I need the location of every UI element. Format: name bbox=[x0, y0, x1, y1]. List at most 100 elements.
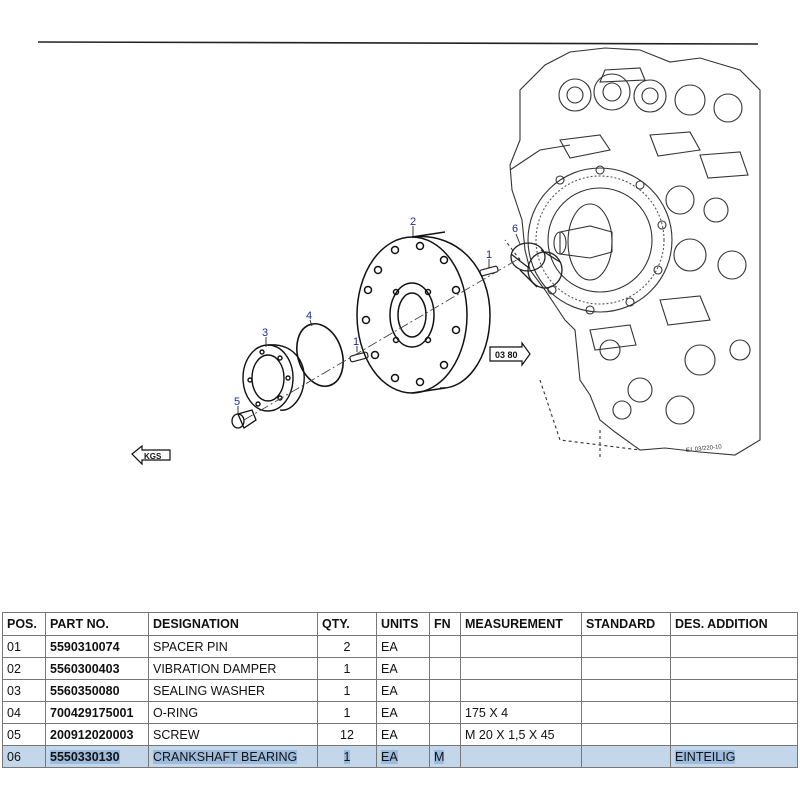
cell-standard bbox=[581, 723, 671, 746]
header-qty[interactable]: QTY. bbox=[317, 612, 377, 636]
table-header-row: POS. PART NO. DESIGNATION QTY. UNITS FN … bbox=[2, 612, 798, 636]
cell-standard bbox=[581, 635, 671, 658]
cell-qty: 1 bbox=[317, 745, 377, 768]
table-row[interactable]: 02 5560300403 VIBRATION DAMPER 1 EA bbox=[2, 657, 798, 680]
cell-measurement: 175 X 4 bbox=[460, 701, 582, 724]
parts-table: POS. PART NO. DESIGNATION QTY. UNITS FN … bbox=[2, 612, 798, 768]
cell-des-addition bbox=[670, 701, 798, 724]
cell-measurement bbox=[460, 679, 582, 702]
header-designation[interactable]: DESIGNATION bbox=[148, 612, 318, 636]
table-row[interactable]: 04 700429175001 O-RING 1 EA 175 X 4 bbox=[2, 701, 798, 724]
table-row-selected[interactable]: 06 5550330130 CRANKSHAFT BEARING 1 EA M … bbox=[2, 745, 798, 768]
part-o-ring bbox=[296, 323, 344, 387]
cell-measurement bbox=[460, 745, 582, 768]
cell-units: EA bbox=[376, 723, 430, 746]
cell-pos: 02 bbox=[2, 657, 46, 680]
part-sealing-washer bbox=[242, 344, 305, 412]
cell-part-no: 200912020003 bbox=[45, 723, 149, 746]
cell-standard bbox=[581, 679, 671, 702]
cell-designation: CRANKSHAFT BEARING bbox=[148, 745, 318, 768]
cell-designation: SEALING WASHER bbox=[148, 679, 318, 702]
cell-part-no: 5560350080 bbox=[45, 679, 149, 702]
cell-pos: 03 bbox=[2, 679, 46, 702]
cell-designation: SPACER PIN bbox=[148, 635, 318, 658]
callout-6: 6 bbox=[512, 223, 518, 235]
cell-qty: 1 bbox=[317, 679, 377, 702]
cell-standard bbox=[581, 701, 671, 724]
cell-units: EA bbox=[376, 657, 430, 680]
part-crankshaft-bearing bbox=[510, 242, 563, 289]
part-screw bbox=[231, 409, 257, 429]
cell-des-addition-text: EINTEILIG bbox=[675, 749, 736, 764]
cell-part-no: 700429175001 bbox=[45, 701, 149, 724]
cell-measurement bbox=[460, 657, 582, 680]
cell-des-addition bbox=[670, 635, 798, 658]
cell-des-addition bbox=[670, 657, 798, 680]
callout-1-lower: 1 bbox=[353, 336, 359, 348]
cell-part-no: 5550330130 bbox=[45, 745, 149, 768]
part-spacer-pin-lower bbox=[349, 351, 369, 363]
cell-part-no: 5560300403 bbox=[45, 657, 149, 680]
part-vibration-damper bbox=[356, 231, 491, 394]
cell-standard bbox=[581, 745, 671, 768]
callout-3: 3 bbox=[262, 327, 268, 339]
cell-qty-text: 1 bbox=[343, 749, 351, 764]
cell-units: EA bbox=[376, 745, 430, 768]
kgs-logo-label: KGS bbox=[144, 452, 162, 461]
drawing-code: E1 03/220-10 bbox=[686, 444, 723, 454]
cell-measurement bbox=[460, 635, 582, 658]
cell-designation: SCREW bbox=[148, 723, 318, 746]
cell-designation: VIBRATION DAMPER bbox=[148, 657, 318, 680]
header-des-addition[interactable]: DES. ADDITION bbox=[670, 612, 798, 636]
cell-pos: 05 bbox=[2, 723, 46, 746]
cell-des-addition bbox=[670, 679, 798, 702]
header-pos[interactable]: POS. bbox=[2, 612, 46, 636]
cell-designation: O-RING bbox=[148, 701, 318, 724]
cell-fn bbox=[429, 679, 461, 702]
table-row[interactable]: 01 5590310074 SPACER PIN 2 EA bbox=[2, 635, 798, 658]
cell-qty: 1 bbox=[317, 657, 377, 680]
cell-qty: 2 bbox=[317, 635, 377, 658]
exploded-parts-diagram: 1 2 3 4 5 6 1 03 80 KGS E1 03/220-10 bbox=[37, 41, 761, 466]
header-measurement[interactable]: MEASUREMENT bbox=[460, 612, 582, 636]
table-row[interactable]: 03 5560350080 SEALING WASHER 1 EA bbox=[2, 679, 798, 702]
cell-units: EA bbox=[376, 635, 430, 658]
cell-standard bbox=[581, 657, 671, 680]
header-fn[interactable]: FN bbox=[429, 612, 461, 636]
cell-fn bbox=[429, 657, 461, 680]
callout-1-upper: 1 bbox=[486, 249, 492, 261]
table-row[interactable]: 05 200912020003 SCREW 12 EA M 20 X 1,5 X… bbox=[2, 723, 798, 746]
header-part-no[interactable]: PART NO. bbox=[45, 612, 149, 636]
assembly-axis bbox=[243, 257, 521, 421]
top-rule bbox=[37, 41, 759, 45]
cell-part-no: 5590310074 bbox=[45, 635, 149, 658]
cell-units-text: EA bbox=[381, 749, 398, 764]
cell-fn bbox=[429, 635, 461, 658]
cell-pos: 01 bbox=[2, 635, 46, 658]
callout-5: 5 bbox=[234, 396, 240, 408]
cell-qty: 1 bbox=[317, 701, 377, 724]
engine-block bbox=[504, 47, 761, 460]
cell-part-no-text: 5550330130 bbox=[50, 749, 120, 764]
callout-leaders bbox=[237, 226, 521, 414]
callout-4: 4 bbox=[306, 310, 312, 322]
kgs-logo: KGS bbox=[131, 444, 171, 466]
reference-arrow: 03 80 bbox=[489, 341, 531, 367]
cell-pos: 06 bbox=[2, 745, 46, 768]
cell-des-addition bbox=[670, 723, 798, 746]
cell-units: EA bbox=[376, 701, 430, 724]
cell-pos: 04 bbox=[2, 701, 46, 724]
cell-fn-text: M bbox=[434, 749, 445, 764]
cell-designation-text: CRANKSHAFT BEARING bbox=[153, 749, 298, 764]
cell-fn bbox=[429, 701, 461, 724]
cell-units: EA bbox=[376, 679, 430, 702]
cell-des-addition: EINTEILIG bbox=[670, 745, 798, 768]
cell-measurement: M 20 X 1,5 X 45 bbox=[460, 723, 582, 746]
cell-qty: 12 bbox=[317, 723, 377, 746]
header-units[interactable]: UNITS bbox=[376, 612, 430, 636]
callout-2: 2 bbox=[410, 216, 416, 228]
cell-fn bbox=[429, 723, 461, 746]
reference-arrow-label: 03 80 bbox=[495, 350, 518, 360]
cell-fn: M bbox=[429, 745, 461, 768]
header-standard[interactable]: STANDARD bbox=[581, 612, 671, 636]
